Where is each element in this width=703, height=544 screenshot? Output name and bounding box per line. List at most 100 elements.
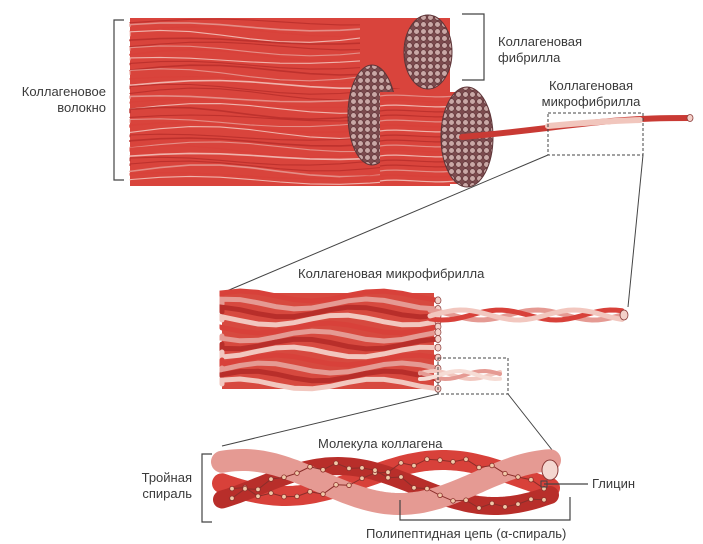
fiber-strand [129,79,401,90]
amino-acid-bead [346,482,352,488]
alpha-chain-dark [213,456,559,515]
microfibril-strand [219,352,441,368]
amino-acid-bead [255,486,261,493]
microfibril-strand [219,336,441,352]
strand-end [434,328,442,337]
amino-acid-bead [424,456,430,462]
amino-acid-bead [294,493,300,500]
amino-acid-bead [359,465,365,471]
fiber-strand [129,37,401,45]
amino-acid-bead [281,474,287,480]
fiber-strand [129,18,401,26]
collagen-fiber [129,14,694,188]
amino-acid-bead [307,464,313,470]
amino-acid-bead [268,490,274,496]
amino-acid-bead [515,474,521,480]
amino-acid-bead [450,498,456,504]
amino-acid-bead [372,467,378,473]
amino-acid-bead [346,465,352,472]
fiber-strand [129,137,401,147]
fiber-strand [129,152,401,161]
amino-acid-bead [229,485,235,492]
zoom-box-microfibril [547,112,644,156]
amino-acid-bead [515,501,521,507]
fiber-strand [129,29,401,43]
label-collagen-fiber: Коллагеновое волокно [21,84,106,115]
microfibril-rope [427,307,625,323]
fiber-strand [129,172,401,180]
microfibril-strand [219,344,441,360]
strand-end [434,335,442,343]
label-collagen-microfibril-mid: Коллагеновая микрофибрилла [298,266,485,281]
amino-acid-bead [489,500,495,507]
microfibril-strand [219,312,441,328]
amino-acid-bead [489,462,495,469]
fiber-strand [129,145,401,159]
amino-acid-bead [528,496,534,502]
amino-acid-bead [502,470,508,477]
amino-acid-bead [242,486,248,492]
fibril-end-upper [403,14,453,90]
label-collagen-molecule: Молекула коллагена [318,436,443,451]
label-collagen-microfibril-top: Коллагеновая микрофибрилла [541,78,641,109]
label-polypeptide-chain: Полипептидная цепь (α-спираль) [366,526,567,541]
amino-acid-bead [268,476,274,482]
label-glycine: Глицин [592,476,636,491]
triple-helix-bracket [201,453,212,523]
amino-acid-bead [502,504,508,510]
amino-acid-bead [320,467,326,473]
microfibril-strand [219,360,441,376]
amino-acid-bead [411,462,417,469]
fiber-bracket [113,19,124,181]
amino-acid-bead [437,457,443,463]
fiber-strand [129,22,401,32]
fiber-strand [129,164,401,178]
amino-acid-bead [307,489,313,495]
fiber-strand [129,45,401,57]
fiber-strand [129,48,401,63]
amino-acid-bead [359,475,365,481]
amino-acid-bead [255,493,261,499]
microfibril-strand [219,296,441,312]
strand-end [434,296,442,305]
microfibril-strand [219,320,441,336]
fiber-strand [129,41,401,51]
fibril-strand [379,94,456,98]
rope-end [619,309,629,321]
label-collagen-fibril: Коллагеновая фибрилла [498,34,583,65]
amino-acid-bead [463,497,469,503]
fiber-strand [129,26,401,38]
fibril-strand [379,179,456,183]
microfibril-strand [219,376,441,392]
triple-helix [211,449,561,515]
fibril-strand [379,174,456,178]
fibril-bracket [462,13,485,81]
amino-acid-bead [476,464,482,471]
amino-acid-bead [385,469,391,475]
microfibril-strand [219,304,441,320]
amino-acid-bead [333,460,339,466]
alpha-chain-pink [211,449,561,515]
amino-acid-bead [398,460,404,466]
amino-acid-bead [229,495,235,501]
microfibril-strand [219,288,441,304]
microfibril-detail [219,288,629,393]
amino-acid-bead [385,475,391,481]
fiber-strand [129,141,401,153]
fiber-strand [129,160,401,172]
fiber-strand [129,68,401,82]
microfibril-strand [219,368,441,384]
amino-acid-bead [411,485,417,491]
amino-acid-bead [398,474,404,480]
amino-acid-bead [528,477,534,483]
amino-acid-bead [424,485,430,492]
polypeptide-bracket [399,497,571,521]
fibril-bundle-lower [379,86,494,188]
fiber-strand [129,133,401,141]
fibril-strand [379,99,456,103]
amino-acid-bead [320,491,326,497]
amino-acid-bead [541,497,547,503]
amino-acid-bead [450,459,456,465]
strand-end [434,343,442,352]
amino-acid-bead [463,456,469,462]
